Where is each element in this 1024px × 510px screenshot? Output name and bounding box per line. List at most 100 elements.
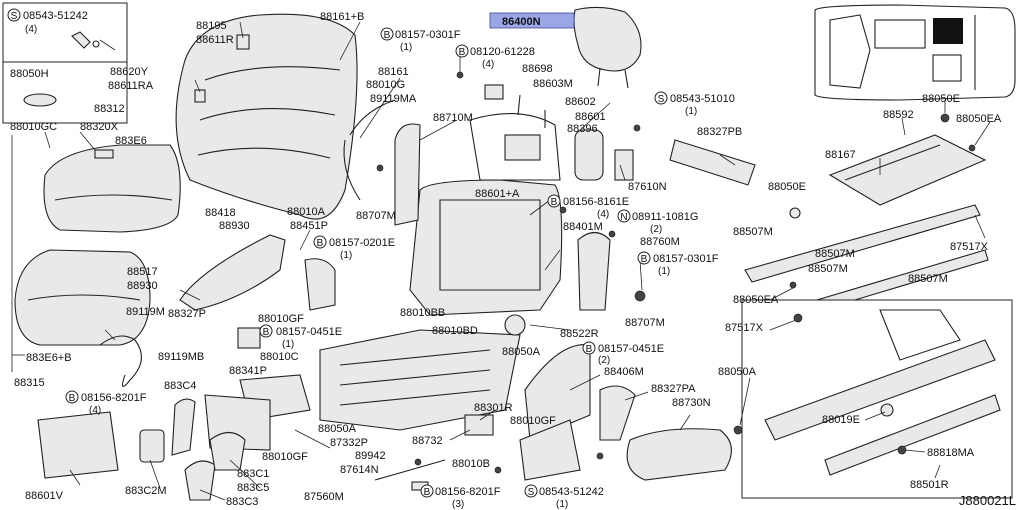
leader [934, 464, 941, 479]
label-qty: (1) [556, 499, 568, 510]
label-88010a: 88010A [287, 206, 326, 218]
seatback-group [175, 13, 358, 220]
callout-frame [2, 2, 128, 124]
label-qty: (1) [400, 42, 412, 53]
bolt-symbol [313, 235, 327, 249]
bolt [633, 124, 641, 132]
slide-rail-88501r [764, 339, 996, 441]
leader [624, 391, 649, 401]
bolt-symbol [455, 44, 469, 58]
seatback-cushion [175, 13, 358, 220]
leader [679, 414, 691, 431]
armrest-88601v [37, 411, 119, 479]
bolt-symbol-letter: B [317, 238, 324, 249]
highlight-86400n[interactable] [489, 12, 575, 29]
label-883c3: 883C3 [226, 496, 258, 508]
label-qty: (4) [597, 209, 609, 220]
label-883e6b: 883E6+B [26, 352, 72, 364]
label-88620y: 88620Y [110, 66, 149, 78]
cushion-clip [94, 149, 114, 159]
screw-washer [92, 40, 100, 48]
label-08157-0301f-b: 08157-0301F [653, 253, 719, 265]
label-88930-a: 88930 [219, 220, 250, 232]
highlight-label[interactable]: 86400N [502, 16, 541, 28]
leader [769, 319, 797, 331]
label-88698: 88698 [522, 63, 553, 75]
side-trim-88760m [577, 231, 611, 311]
bolt-symbol-letter: B [424, 487, 431, 498]
label-883e6: 883E6 [115, 135, 147, 147]
label-88010bd: 88010BD [432, 325, 478, 337]
label-88010gf-a: 88010GF [258, 313, 304, 325]
label-88601v: 88601V [25, 490, 64, 502]
label-87614n: 87614N [340, 464, 379, 476]
leader-lines [11, 21, 991, 501]
bolt-symbol [547, 194, 561, 208]
callout-plug-label: 88050H [10, 68, 49, 80]
bolt [494, 466, 502, 474]
leader [974, 214, 986, 239]
label-88050e: 88050E [768, 181, 806, 193]
part-88818ma [897, 445, 907, 455]
bolt-symbol-letter: B [384, 30, 391, 41]
label-88611ra: 88611RA [108, 80, 154, 92]
pin-88603m [517, 94, 521, 116]
screw-symbol-letter: S [658, 94, 665, 105]
leader [99, 39, 116, 51]
label-88161: 88161 [378, 66, 409, 78]
label-88592: 88592 [883, 109, 914, 121]
leader [294, 429, 331, 449]
leader [79, 131, 96, 151]
clip-88611ra [194, 89, 206, 103]
part-87610n [614, 149, 634, 181]
seat-cushion [43, 144, 181, 233]
leader [544, 249, 561, 271]
screw-image [71, 31, 91, 49]
bracket-88451p [304, 258, 336, 311]
leader [239, 21, 244, 39]
seat-frame-group [319, 99, 611, 431]
label-08543-51242: 08543-51242 [539, 486, 604, 498]
bolt [596, 452, 604, 460]
bolt [733, 425, 743, 435]
label-88707m-b: 88707M [625, 317, 665, 329]
seat-cushion-group [14, 144, 181, 346]
label-88341p: 88341P [229, 365, 267, 377]
wire-89119m [99, 335, 142, 387]
label-88406m: 88406M [604, 366, 644, 378]
slide-rails [733, 113, 1013, 499]
bolt [968, 144, 976, 152]
screw-symbol-letter: S [528, 487, 535, 498]
part-labels: 88195 88611R 88161+B 08157-0301F (1) 081… [10, 11, 1016, 510]
leader [69, 469, 81, 486]
rail-bracket [879, 309, 961, 361]
bolt-symbol [380, 27, 394, 41]
part-88019e [880, 403, 894, 417]
label-88161b: 88161+B [320, 11, 364, 23]
nut-symbol-letter: N [620, 212, 627, 223]
seatback-frame [409, 179, 563, 316]
bolt [608, 230, 616, 238]
part-88327pb [669, 139, 756, 186]
label-88050a-c: 88050A [318, 423, 357, 435]
label-88327pb: 88327PB [697, 126, 742, 138]
leader [194, 79, 201, 93]
label-88601a: 88601+A [475, 188, 520, 200]
headrest-guide [504, 134, 541, 161]
leader [339, 21, 361, 61]
leader [769, 287, 794, 301]
bolt-symbol [582, 341, 596, 355]
leader [449, 429, 471, 441]
covers-left [37, 234, 336, 501]
headrest-group: 86400N [489, 6, 642, 89]
bolt [456, 71, 464, 79]
seat-frame [319, 329, 521, 431]
bolt-symbol-letter: B [641, 254, 648, 265]
part-883c4 [171, 398, 196, 456]
bolt [414, 458, 422, 466]
leader [299, 229, 311, 251]
part-88730n [626, 428, 732, 481]
label-87517x-a: 87517X [950, 241, 989, 253]
label-88507m-d: 88507M [908, 273, 948, 285]
